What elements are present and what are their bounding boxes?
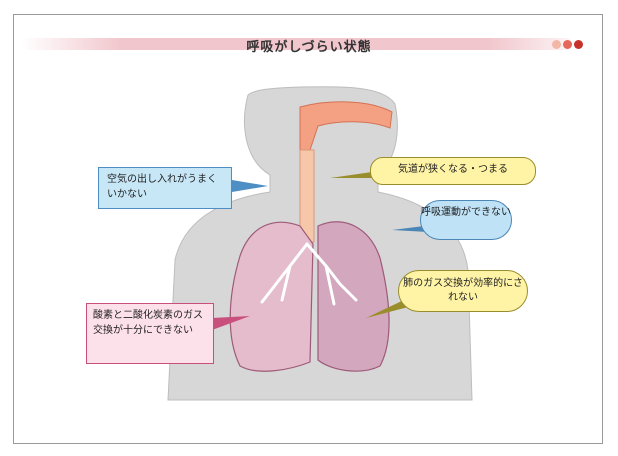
callout-lung-gas-exchange: 肺のガス交換が効率的にされない xyxy=(398,270,528,312)
callout-air-in-out: 空気の出し入れがうまくいかない xyxy=(98,167,232,209)
callout-airway: 気道が狭くなる・つまる xyxy=(370,157,536,185)
callout-breathing-movement: 呼吸運動ができない xyxy=(420,200,512,240)
pointer-air xyxy=(232,180,268,192)
callout-oxygen-co2: 酸素と二酸化炭素のガス交換が十分にできない xyxy=(86,303,214,364)
